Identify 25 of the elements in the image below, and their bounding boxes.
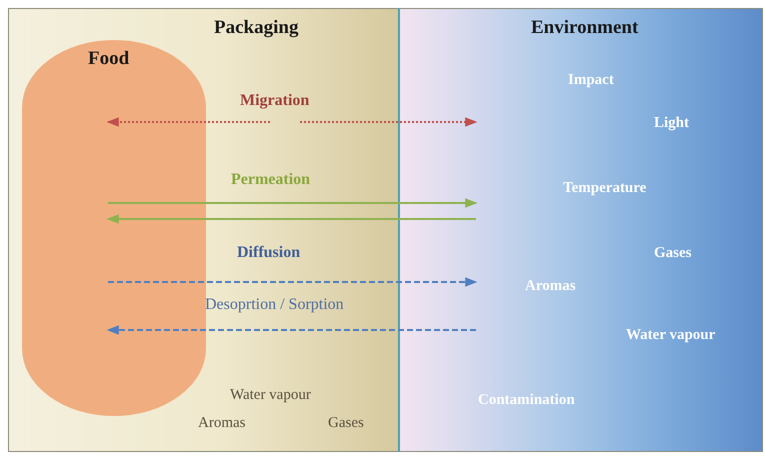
process-label: Permeation [231,171,310,189]
process-label: Migration [240,92,310,110]
factor-label: Gases [654,245,692,262]
process-label: Diffusion [237,244,300,262]
factor-label: Aromas [198,415,246,432]
arrow [108,277,478,287]
heading: Food [88,48,130,70]
arrow [106,214,476,224]
factor-label: Aromas [525,278,576,295]
factor-label: Gases [328,415,364,432]
factor-label: Light [654,115,690,132]
factor-label: Water vapour [230,387,311,404]
factor-label: Contamination [478,392,575,409]
arrow [106,117,270,127]
factor-label: Temperature [563,180,646,197]
panel [8,8,399,452]
arrow [300,117,478,127]
process-label: Desoprtion / Sorption [205,296,344,314]
heading: Packaging [214,17,298,39]
factor-label: Impact [568,72,614,89]
heading: Environment [531,17,638,39]
arrow [106,325,476,335]
panel [399,8,763,452]
factor-label: Water vapour [626,327,716,344]
arrow [108,198,478,208]
